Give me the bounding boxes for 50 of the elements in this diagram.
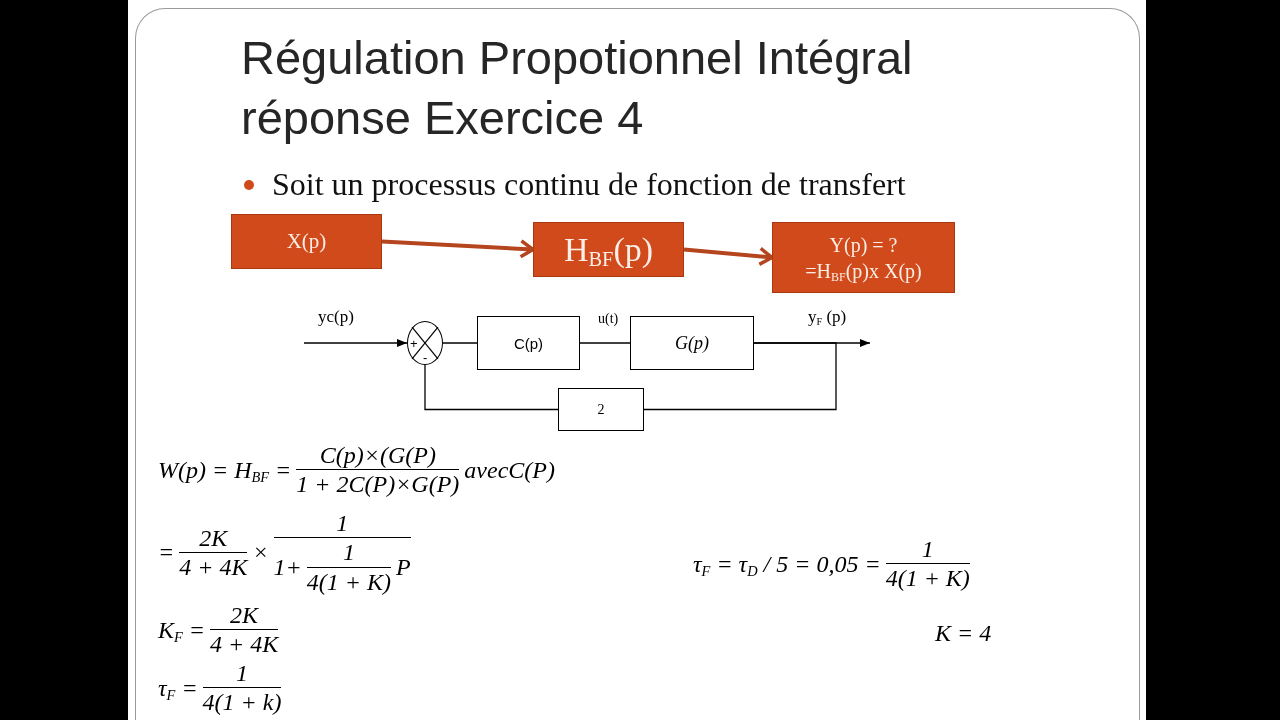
numerator: 1	[236, 660, 248, 687]
numerator: 1	[336, 510, 349, 537]
signal-label: u(t)	[598, 311, 619, 327]
transfer-function: H$_{BF}$(p)	[563, 230, 654, 269]
signal-label: y$_{F}$ (p)	[808, 307, 847, 327]
numerator: 2K	[199, 524, 228, 552]
equation-text: τ$_{F}$ =	[158, 674, 198, 702]
denominator: 4(1 + k)	[202, 689, 282, 716]
denominator: 4(1 + K)	[306, 568, 391, 596]
equation-text: avecC(P)	[464, 456, 555, 484]
bullet-text: Soit un processus continu de fonction de transfert	[272, 165, 906, 203]
transfer-function: C(p)	[513, 334, 544, 352]
transfer-block	[477, 316, 580, 370]
equation-text: ×	[252, 539, 269, 566]
equation-text: τ$_{F}$ = τ$_{D}$ / 5 = 0,05 =	[693, 550, 881, 578]
denominator: 1+	[273, 554, 302, 581]
signal-label: yc(p)	[318, 307, 354, 327]
equation-text: =	[158, 539, 175, 566]
output-equation: =H$_{BF}$(p)x X(p)	[805, 258, 922, 284]
process-box	[533, 222, 684, 277]
numerator: 2K	[230, 602, 259, 629]
equation-text: W(p) = H$_{BF}$ =	[158, 456, 292, 484]
denominator: P	[396, 554, 411, 581]
gain-block	[558, 388, 644, 431]
process-box	[231, 214, 382, 269]
denominator: 4 + 4K	[179, 554, 248, 581]
transfer-function: G(p)	[675, 332, 709, 354]
process-box	[772, 222, 955, 293]
arrow	[303, 339, 408, 347]
gain-value: 2	[597, 401, 605, 418]
transfer-block	[630, 316, 754, 370]
slide-title: Régulation Propotionnel Intégral réponse Exercice 4	[241, 30, 914, 146]
denominator: 4 + 4K	[210, 631, 279, 658]
sign-symbol: +	[410, 337, 418, 350]
denominator: 1 + 2C(P)×G(P)	[296, 471, 460, 498]
output-equation: Y(p) = ?	[829, 232, 898, 258]
sign-symbol: -	[423, 351, 428, 364]
connector-line	[424, 364, 559, 411]
connector-line	[442, 342, 478, 344]
denominator: 4(1 + K)	[885, 565, 970, 592]
equation-text: K = 4	[935, 620, 992, 647]
arrow	[683, 246, 774, 267]
connector-line	[579, 342, 631, 344]
numerator: 1	[342, 539, 355, 566]
connector-line	[643, 342, 837, 411]
numerator: 1	[921, 536, 934, 563]
equation-text: K$_{F}$ =	[158, 616, 205, 644]
signal-name: X(p)	[286, 229, 327, 254]
arrow	[381, 239, 535, 259]
numerator: C(p)×(G(P)	[319, 442, 436, 469]
